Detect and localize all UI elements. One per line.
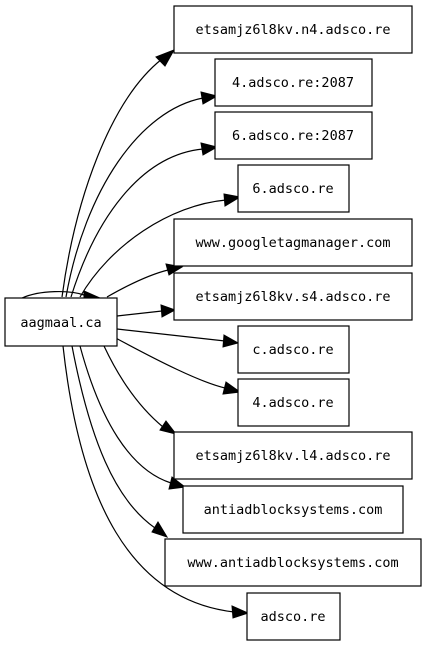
edge-to-p4	[65, 97, 204, 298]
node-label-root: adsco.re	[260, 609, 325, 625]
arrowhead-anti	[168, 476, 187, 490]
node-label-anti: antiadblocksystems.com	[204, 502, 383, 518]
edges-layer	[21, 49, 250, 619]
node-label-aagmaal: aagmaal.ca	[20, 315, 101, 331]
edge-to-c	[116, 328, 226, 342]
edge-to-root	[62, 345, 235, 613]
node-label-c: c.adsco.re	[252, 342, 333, 358]
arrowhead-l4	[159, 420, 178, 435]
node-label-wanti: www.antiadblocksystems.com	[187, 555, 398, 571]
node-l4[interactable]: etsamjz6l8kv.l4.adsco.re	[173, 431, 413, 480]
node-s4[interactable]: etsamjz6l8kv.s4.adsco.re	[173, 272, 413, 321]
arrowhead-p6	[200, 142, 219, 156]
node-label-n4: etsamjz6l8kv.n4.adsco.re	[195, 22, 390, 38]
nodes-layer: aagmaal.ca etsamjz6l8kv.n4.adsco.re 4.ad…	[4, 5, 422, 641]
edge-to-gtm	[106, 269, 169, 298]
node-h6[interactable]: 6.adsco.re	[237, 164, 350, 213]
node-n4[interactable]: etsamjz6l8kv.n4.adsco.re	[173, 5, 413, 54]
node-p4[interactable]: 4.adsco.re:2087	[214, 58, 373, 107]
node-anti[interactable]: antiadblocksystems.com	[182, 485, 404, 534]
node-aagmaal[interactable]: aagmaal.ca	[4, 297, 118, 347]
node-label-h6: 6.adsco.re	[252, 181, 333, 197]
arrowhead-c	[222, 334, 240, 348]
node-h4[interactable]: 4.adsco.re	[237, 378, 350, 427]
node-gtm[interactable]: www.googletagmanager.com	[173, 218, 413, 267]
node-wanti[interactable]: www.antiadblocksystems.com	[164, 538, 422, 587]
arrowhead-n4	[155, 49, 176, 67]
node-c[interactable]: c.adsco.re	[237, 325, 350, 374]
arrowhead-p4	[200, 91, 219, 105]
arrowhead-wanti	[151, 521, 169, 538]
arrowhead-s4	[160, 304, 177, 318]
node-label-gtm: www.googletagmanager.com	[195, 235, 390, 251]
node-label-p6: 6.adsco.re:2087	[232, 128, 354, 144]
edge-to-wanti	[71, 345, 156, 529]
edge-to-h4	[111, 335, 226, 389]
edge-to-n4	[61, 58, 163, 298]
node-root[interactable]: adsco.re	[246, 592, 341, 641]
edge-to-l4	[103, 345, 164, 428]
arrowhead-h4	[222, 381, 242, 395]
edge-self-loop	[21, 290, 85, 299]
edge-to-s4	[116, 310, 163, 317]
node-p6[interactable]: 6.adsco.re:2087	[214, 111, 373, 160]
arrowhead-root	[231, 605, 250, 619]
edge-to-p6	[70, 148, 204, 298]
node-label-s4: etsamjz6l8kv.s4.adsco.re	[195, 289, 390, 305]
edge-to-anti	[79, 345, 172, 484]
arrowhead-h6	[223, 193, 242, 207]
node-label-p4: 4.adsco.re:2087	[232, 75, 354, 91]
node-label-h4: 4.adsco.re	[252, 395, 333, 411]
edge-to-h6	[79, 199, 227, 298]
node-label-l4: etsamjz6l8kv.l4.adsco.re	[195, 448, 390, 464]
